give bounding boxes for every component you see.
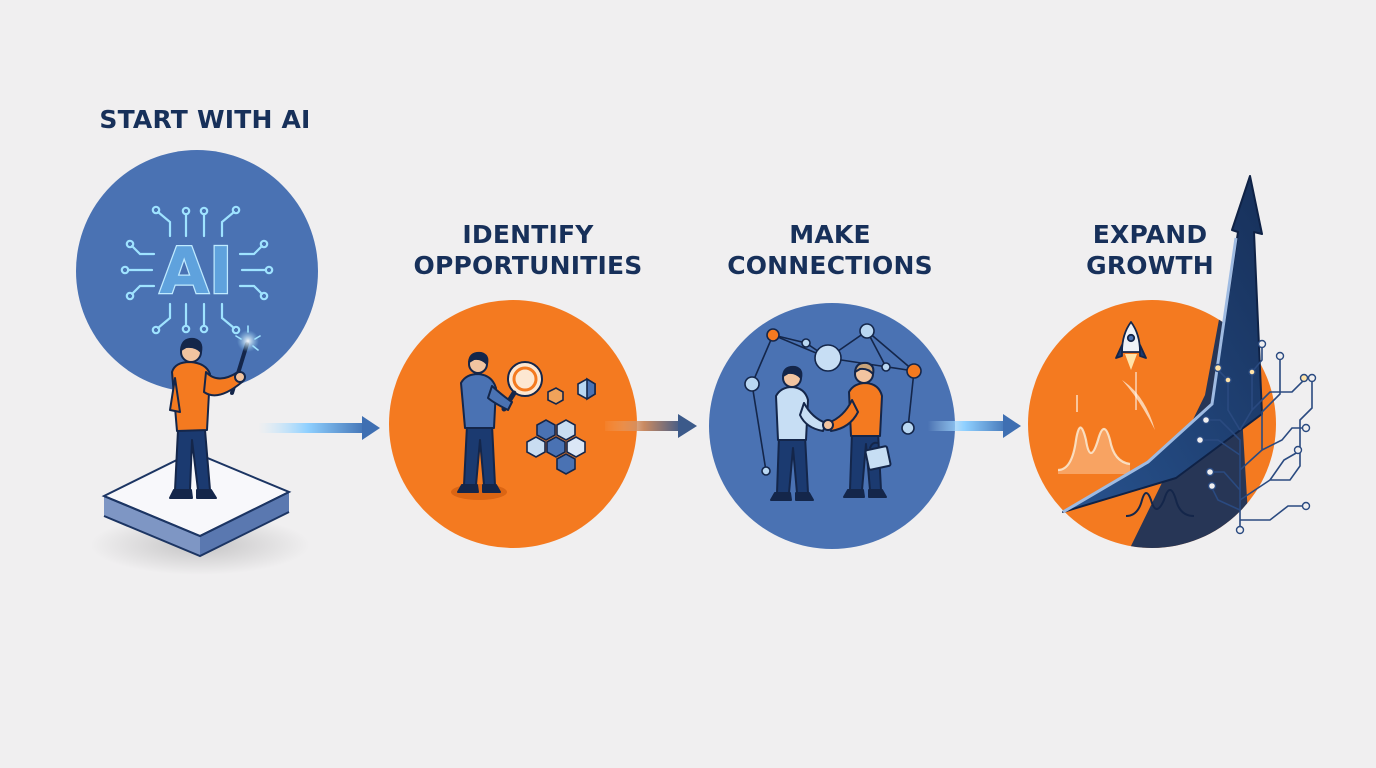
arrow-1-icon — [258, 416, 380, 440]
step-3-title: MAKE CONNECTIONS — [700, 219, 960, 281]
person-searching-icon — [457, 351, 513, 493]
step-2-title: IDENTIFY OPPORTUNITIES — [408, 219, 648, 281]
step-4-expand-growth — [1028, 175, 1317, 548]
pedestal — [90, 450, 310, 575]
step-2-title-line-2: OPPORTUNITIES — [413, 251, 643, 280]
step-3-make-connections — [709, 303, 955, 549]
rocket-icon — [1115, 321, 1155, 430]
step-4-title: EXPAND GROWTH — [1060, 219, 1240, 281]
step-2-title-line-1: IDENTIFY — [462, 220, 594, 249]
step-4-title-line-2: GROWTH — [1086, 251, 1214, 280]
arrow-2-icon — [605, 414, 697, 438]
step-4-title-line-1: EXPAND — [1092, 220, 1208, 249]
network-graph-icon — [744, 323, 922, 476]
ai-label: AI — [159, 235, 232, 309]
ai-circle — [76, 150, 318, 392]
peak-wave-icon — [1057, 372, 1195, 517]
tree-nodes-icon — [1195, 339, 1317, 535]
step-3-title-line-2: CONNECTIONS — [727, 251, 933, 280]
growth-arrow-icon — [1062, 175, 1263, 514]
handshake-people-icon — [770, 361, 892, 501]
person-with-wand-icon — [169, 325, 261, 499]
digital-tree-icon — [1200, 346, 1313, 530]
ai-chip-icon — [120, 205, 274, 335]
step-1-title-line: START WITH AI — [99, 105, 311, 134]
step-3-title-line-1: MAKE — [789, 220, 871, 249]
opportunities-circle — [389, 300, 637, 548]
briefcase-icon — [864, 441, 892, 471]
arrow-3-icon — [928, 414, 1021, 438]
step-1-start-with-ai: AI — [76, 150, 318, 575]
step-1-title: START WITH AI — [80, 104, 330, 135]
hexagon-pieces-icon — [526, 377, 596, 475]
step-2-identify-opportunities — [389, 300, 637, 548]
